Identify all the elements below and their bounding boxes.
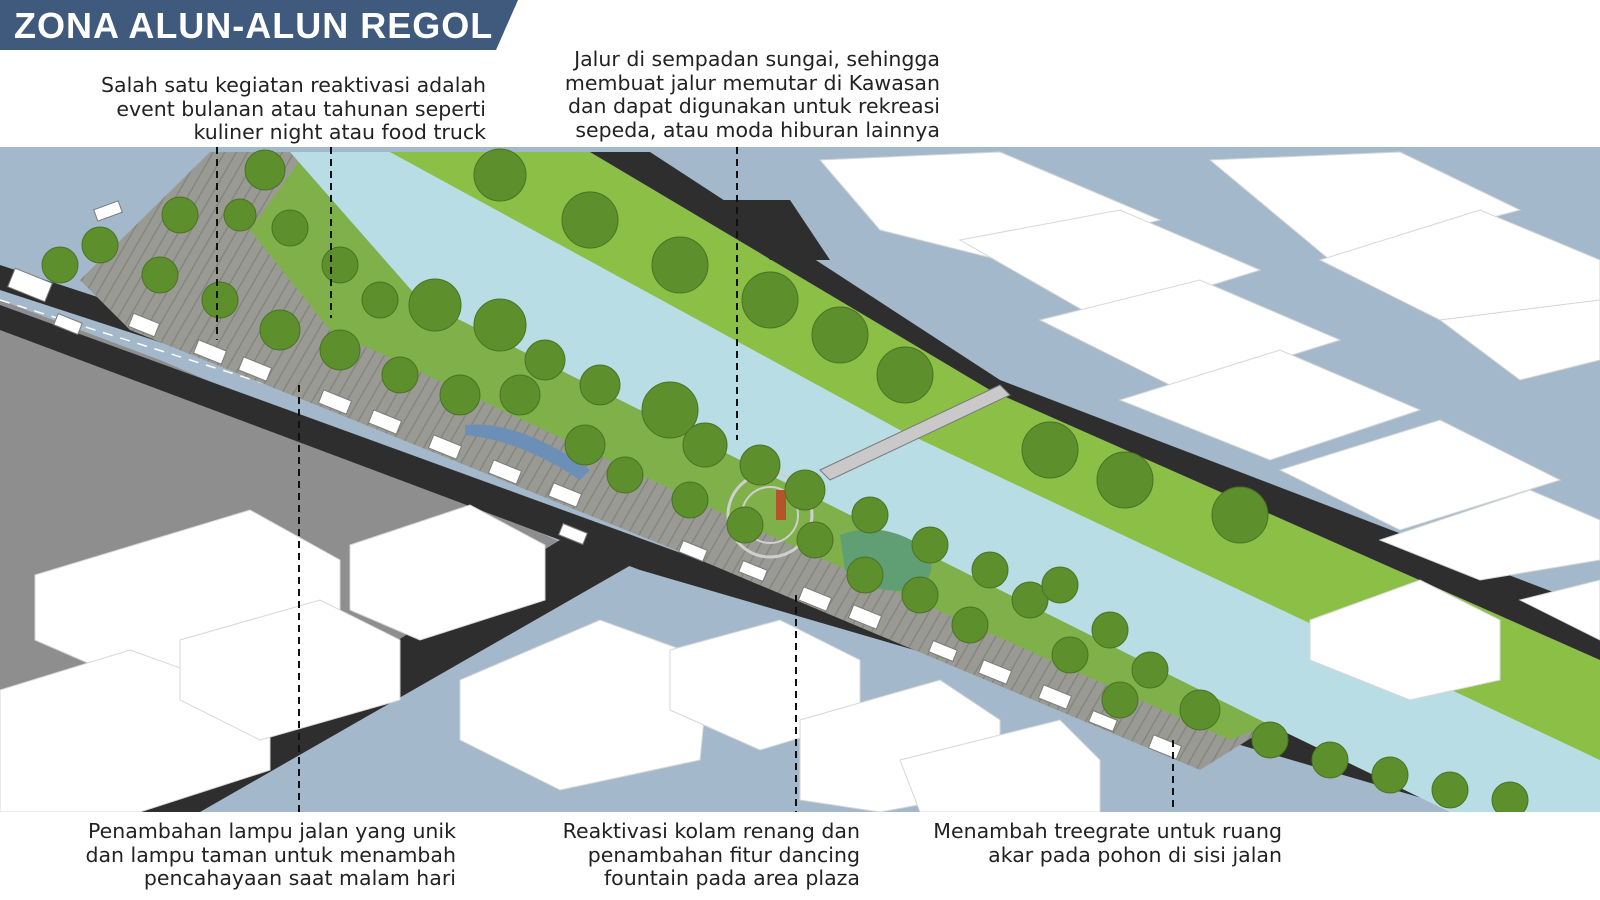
river — [290, 152, 1600, 812]
annotation-line: Reaktivasi kolam renang dan — [562, 819, 860, 843]
annotation-line: Penambahan lampu jalan yang unik — [88, 819, 456, 843]
annotation-line: dan dapat digunakan untuk rekreasi — [567, 94, 940, 118]
page-title: ZONA ALUN-ALUN REGOL — [14, 5, 494, 46]
annotation-line: Menambah treegrate untuk ruang — [933, 819, 1282, 843]
site-plan-illustration — [0, 147, 1600, 812]
annotation-bottom-middle: Reaktivasi kolam renang dan penambahan f… — [500, 819, 860, 891]
annotation-line: event bulanan atau tahunan seperti — [116, 96, 486, 121]
annotation-line: fountain pada area plaza — [603, 866, 860, 890]
annotation-line: penambahan fitur dancing — [587, 842, 860, 867]
title-banner-shape — [0, 0, 518, 50]
annotation-line: sepeda, atau moda hiburan lainnya — [575, 117, 940, 142]
upper-road — [590, 152, 1600, 660]
plaza-monument — [776, 490, 786, 520]
annotation-line: kuliner night atau food truck — [193, 120, 486, 144]
annotation-line: dan lampu taman untuk menambah — [85, 842, 456, 867]
footbridge — [819, 384, 1011, 481]
annotation-bottom-right: Menambah treegrate untuk ruang akar pada… — [870, 819, 1282, 867]
buildings-upper-right — [818, 151, 1600, 701]
annotation-top-right: Jalur di sempadan sungai, sehingga membu… — [500, 47, 940, 142]
canopy-roof — [465, 424, 590, 480]
parked-vehicles — [7, 200, 1183, 760]
riverbank-green — [390, 152, 1600, 760]
upper-road-branch — [720, 200, 830, 260]
annotation-line: Salah satu kegiatan reaktivasi adalah — [101, 73, 486, 97]
annotation-line: membuat jalur memutar di Kawasan — [564, 70, 940, 95]
annotation-top-left: Salah satu kegiatan reaktivasi adalah ev… — [40, 73, 486, 145]
buildings-lower — [0, 504, 1101, 812]
annotation-line: akar pada pohon di sisi jalan — [988, 842, 1282, 867]
annotation-line: Jalur di sempadan sungai, sehingga — [574, 47, 940, 71]
trees — [41, 148, 1529, 812]
annotation-line: pencahayaan saat malam hari — [143, 866, 456, 890]
annotation-bottom-left: Penambahan lampu jalan yang unik dan lam… — [20, 819, 456, 891]
